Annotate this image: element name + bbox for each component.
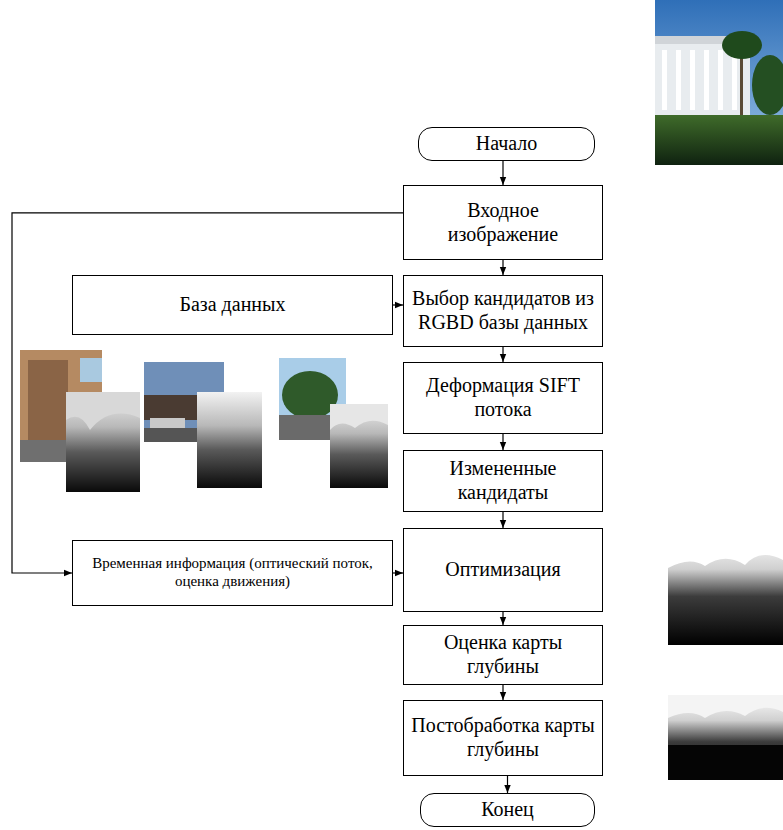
box-label: База данных	[179, 293, 285, 317]
flow-arrow	[502, 434, 503, 450]
flow-arrow	[502, 612, 503, 625]
flow-arrow	[502, 161, 503, 185]
terminator: Начало	[418, 127, 595, 161]
input-photo	[655, 0, 783, 165]
flow-arrow	[502, 347, 503, 362]
flow-arrow	[393, 572, 403, 573]
flow-arrow	[502, 685, 503, 700]
depth-map-final	[668, 695, 783, 780]
box-label: Оптимизация	[445, 558, 560, 582]
box-label: Постобработка карты глубины	[410, 714, 596, 761]
box-label: Деформация SIFT потока	[410, 374, 596, 421]
box-label: Начало	[476, 132, 538, 156]
process-box: Деформация SIFT потока	[403, 362, 603, 434]
box-label: Оценка карты глубины	[410, 631, 596, 678]
flow-arrow	[12, 213, 403, 573]
flow-arrow	[507, 776, 508, 793]
box-label: Выбор кандидатов из RGBD базы данных	[410, 287, 596, 334]
box-label: Конец	[481, 798, 534, 822]
box-label: Входное изображение	[410, 199, 596, 246]
process-box: Выбор кандидатов из RGBD базы данных	[403, 275, 603, 347]
terminator: Конец	[420, 793, 595, 827]
flow-arrow	[393, 304, 403, 305]
depth-map-raw	[668, 537, 783, 645]
process-box: Оценка карты глубины	[403, 625, 603, 685]
process-box: Временная информация (оптический поток, …	[72, 540, 393, 606]
flow-arrow	[502, 260, 503, 275]
process-box: Постобработка карты глубины	[403, 700, 603, 776]
process-box: Входное изображение	[403, 185, 603, 260]
box-label: Временная информация (оптический поток, …	[79, 555, 386, 590]
process-box: Измененные кандидаты	[403, 450, 603, 512]
process-box: Оптимизация	[403, 528, 603, 612]
process-box: База данных	[72, 275, 393, 335]
flow-arrow	[502, 512, 503, 528]
database-examples	[20, 350, 388, 492]
box-label: Измененные кандидаты	[410, 457, 596, 504]
